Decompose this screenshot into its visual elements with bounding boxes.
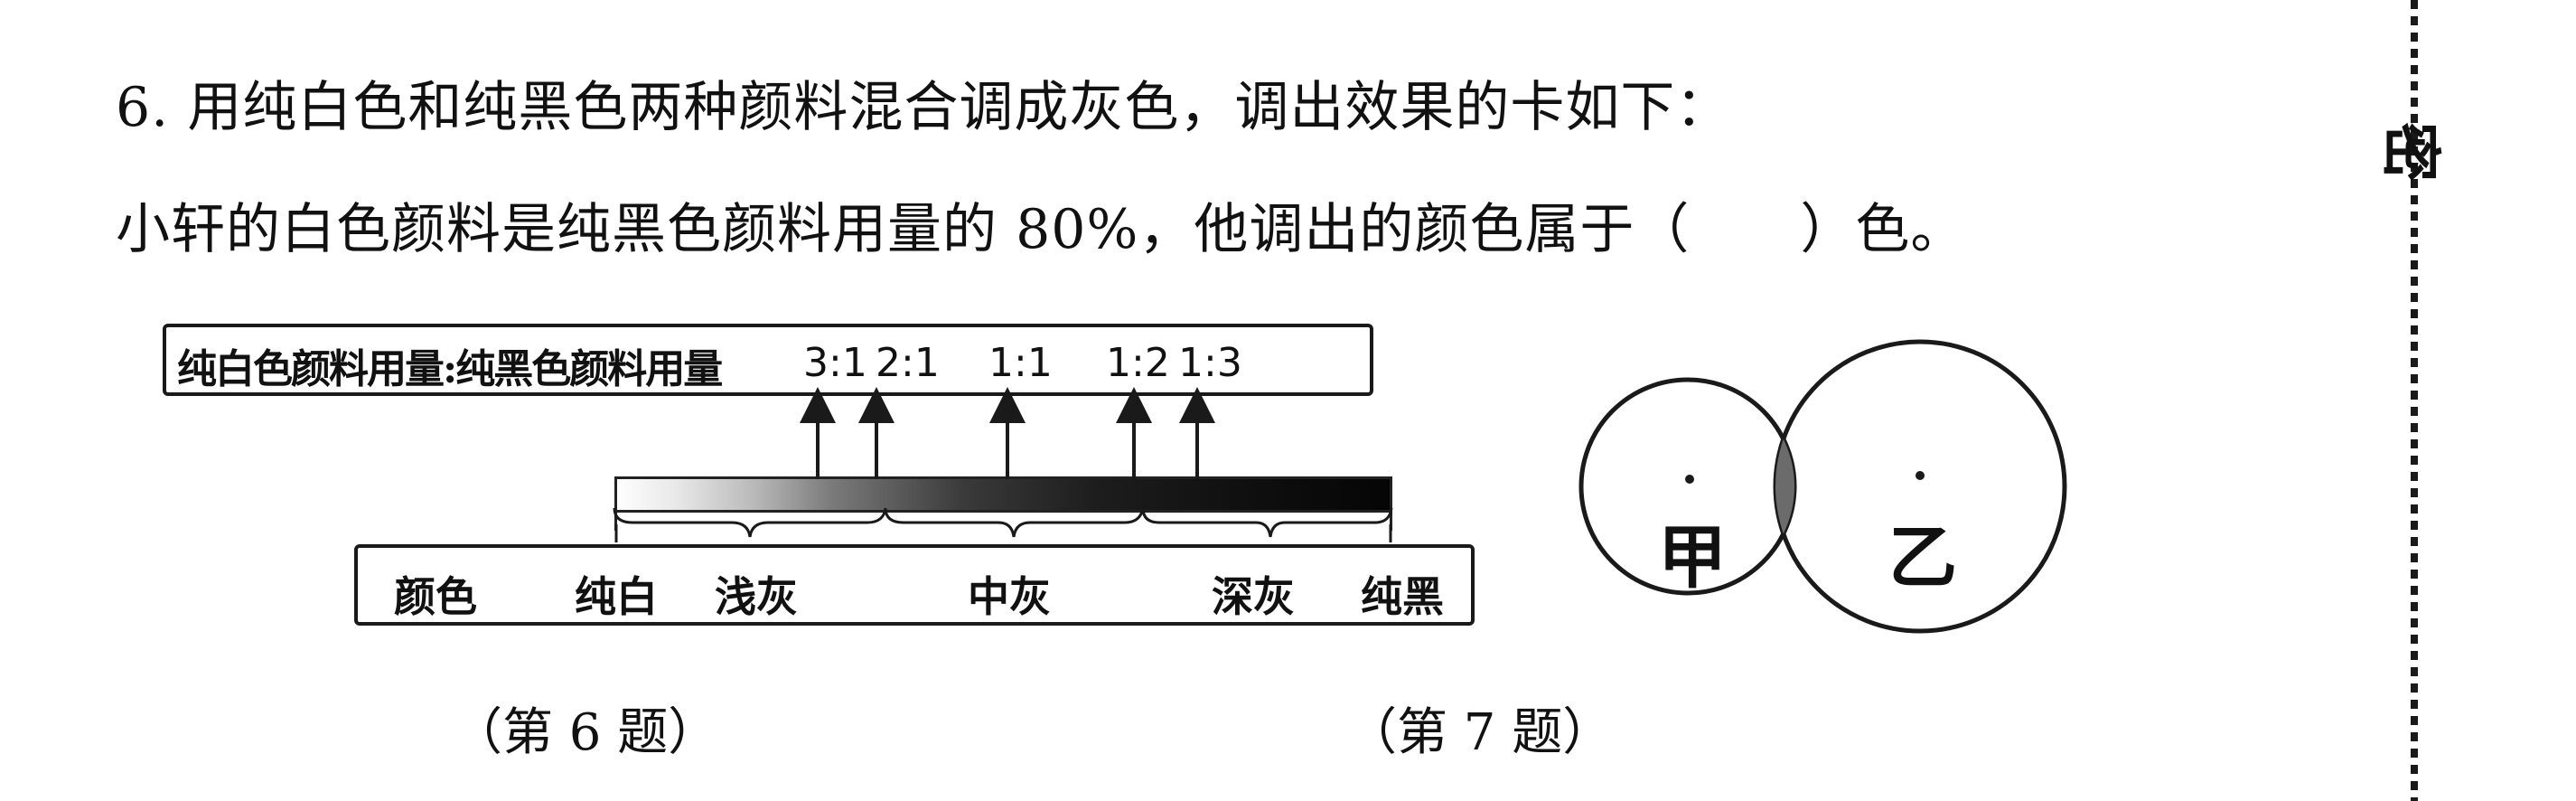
ratio-box: 纯白色颜料用量:纯黑色颜料用量 3:1 2:1 1:1 1:2 1:3 (163, 324, 1373, 396)
ratio-1-1: 1:1 (988, 340, 1053, 386)
brace-lines (613, 507, 1393, 542)
gray-gradient-bar (614, 476, 1391, 513)
bar-right-edge (1390, 476, 1392, 531)
ratio-arrows (800, 387, 1215, 479)
color-header: 颜色 (394, 572, 477, 621)
color-light-gray: 浅灰 (715, 572, 798, 621)
caption-figure-6: （第 6 题） (452, 703, 719, 762)
circle-yi-dot (1916, 471, 1925, 480)
bar-left-edge (614, 476, 617, 531)
color-pure-white: 纯白 (575, 572, 658, 621)
circle-label-yi: 乙 (1888, 517, 1957, 598)
page-dotted-border (2411, 0, 2418, 801)
ratio-1-3: 1:3 (1178, 340, 1242, 386)
ratio-3-1: 3:1 (803, 340, 867, 386)
ratio-2-1: 2:1 (876, 340, 940, 386)
question-line-1: 6. 用纯白色和纯黑色两种颜料混合调成灰色，调出效果的卡如下： (116, 76, 1731, 139)
ratio-label: 纯白色颜料用量:纯黑色颜料用量 (177, 346, 723, 392)
color-mid-gray: 中灰 (968, 572, 1051, 621)
circle-label-jia: 甲 (1658, 517, 1727, 598)
color-label-box: 颜色 纯白 浅灰 中灰 深灰 纯黑 (354, 544, 1475, 626)
caption-figure-7: （第 7 题） (1346, 703, 1614, 762)
side-seal-text: 密 (2375, 122, 2446, 182)
color-dark-gray: 深灰 (1212, 572, 1295, 621)
ratio-1-2: 1:2 (1106, 340, 1170, 386)
circle-jia-dot (1685, 475, 1694, 484)
venn-circles (1578, 339, 2067, 634)
color-pure-black: 纯黑 (1361, 572, 1444, 621)
question-line-2: 小轩的白色颜料是纯黑色颜料用量的 80%，他调出的颜色属于（ ）色。 (116, 198, 1966, 261)
